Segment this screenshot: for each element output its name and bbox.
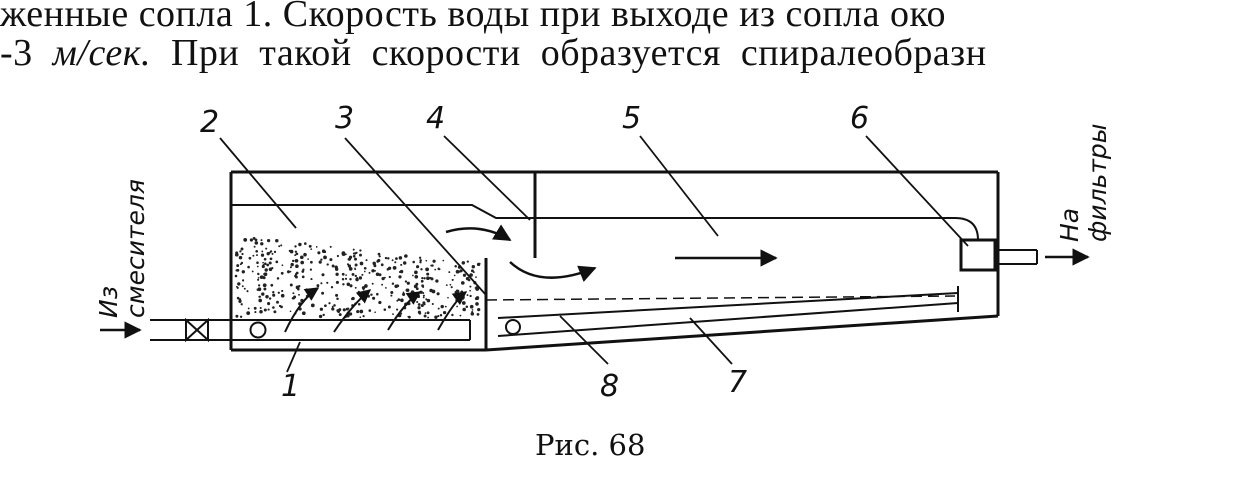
outlet-pipe	[998, 249, 1038, 265]
tank-outline	[229, 170, 1000, 352]
label-3: 3	[335, 101, 354, 136]
sludge-pipe-7	[497, 286, 959, 337]
spiral-arrows	[284, 287, 468, 333]
label-5: 5	[622, 101, 641, 136]
text-line-2: -3 м/сек. При такой скорости образуется …	[0, 33, 987, 73]
label-2: 2	[200, 105, 219, 140]
sludge-particles	[234, 236, 481, 319]
water-surface-line	[231, 204, 955, 219]
label-8: 8	[600, 369, 619, 404]
outlet-label-2: фильтры	[1083, 123, 1112, 242]
sludge-boundary-8	[485, 295, 956, 301]
distribution-pipe-1	[150, 317, 471, 343]
leader-lines	[219, 135, 969, 373]
label-7: 7	[728, 365, 747, 400]
label-4: 4	[426, 101, 445, 136]
velocity-unit: м/сек.	[52, 32, 151, 74]
label-1: 1	[281, 369, 300, 404]
inlet-label-1: Из	[94, 286, 123, 318]
text-line-2-start: -3	[0, 32, 53, 74]
figure-caption: Рис. 68	[535, 428, 646, 462]
flow-arrows	[445, 224, 778, 282]
label-6: 6	[850, 101, 869, 136]
text-line-1: женные сопла 1. Скорость воды при выходе…	[0, 0, 947, 35]
inlet-label-2: смесителя	[121, 179, 150, 318]
outlet-label-1: На	[1055, 208, 1084, 242]
outlet-pipe-bend	[954, 217, 979, 241]
text-line-2-end: При такой скорости образуется спиралеобр…	[150, 32, 987, 74]
